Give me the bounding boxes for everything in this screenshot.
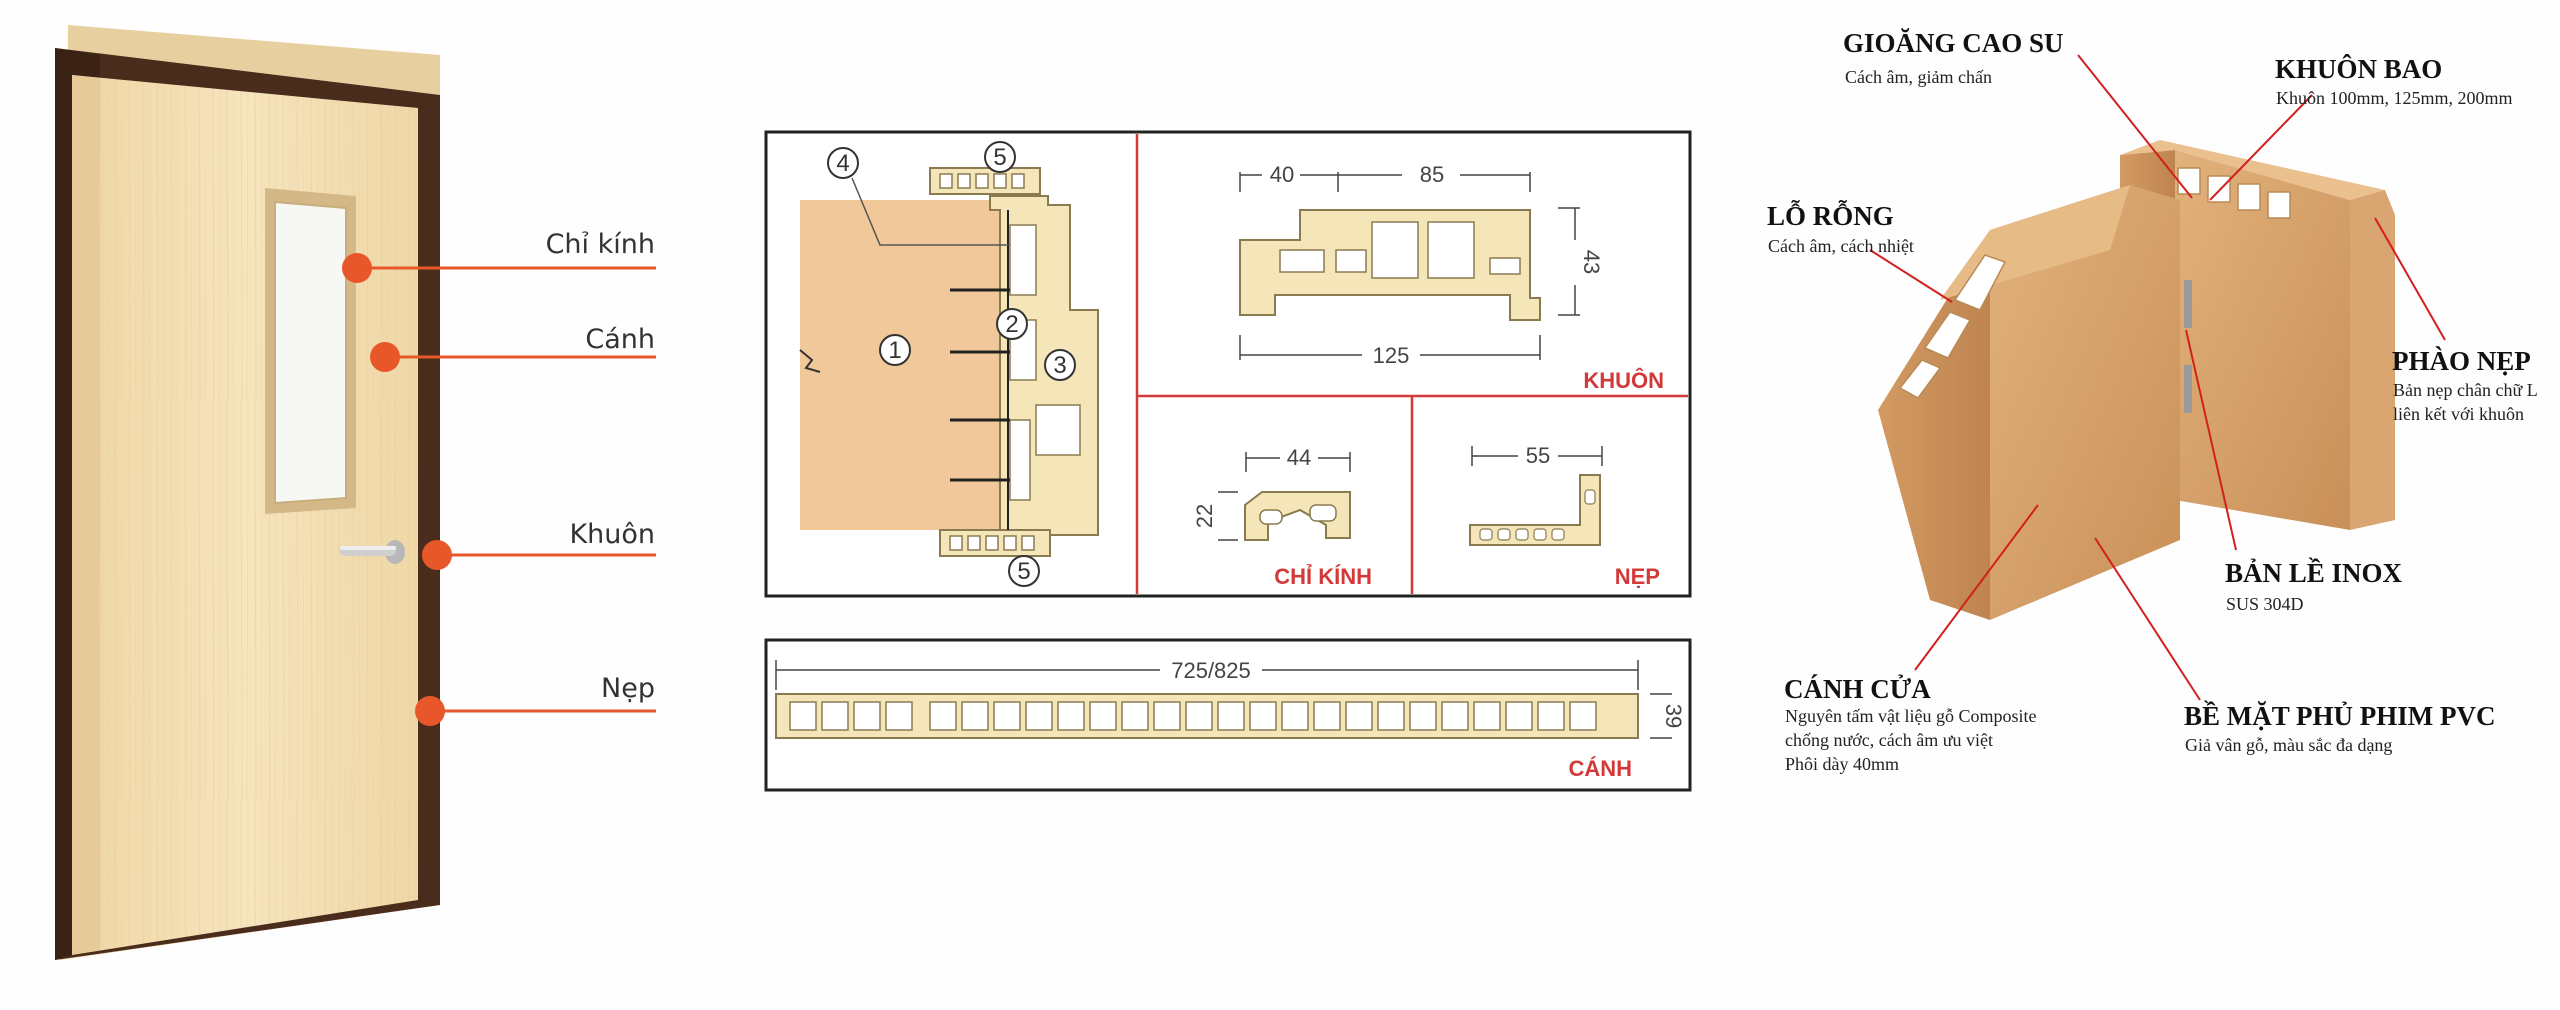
desc-ban-le-inox: SUS 304D — [2226, 594, 2304, 614]
section-title-nep: NẸP — [1615, 564, 1660, 589]
canh-hollow-cell — [1345, 701, 1373, 731]
canh-hollow-cell — [1057, 701, 1085, 731]
hollow-cell-3 — [1898, 359, 1942, 399]
callout-number-3: 3 — [1053, 352, 1066, 379]
door-leaf-edge — [72, 75, 100, 955]
canh-hollow-cell — [1537, 701, 1565, 731]
door-handle — [340, 540, 405, 564]
door-illustration: Chỉ kính Cánh Khuôn Nẹp — [55, 25, 656, 960]
canh-hollow-cell — [1505, 701, 1533, 731]
technical-drawings: 4 5 1 2 3 5 40 — [764, 130, 1692, 792]
callout-number-4: 4 — [836, 150, 849, 177]
callout-dot-chi-kinh — [342, 253, 372, 283]
door-leaf-grain — [72, 75, 418, 955]
canh-hollow-cell — [1249, 701, 1277, 731]
canh-hollow-cell — [1089, 701, 1117, 731]
section-title-canh: CÁNH — [1568, 756, 1632, 781]
desc-canh-cua-2: chống nước, cách âm ưu việt — [1785, 730, 1993, 750]
door-label-canh: Cánh — [585, 324, 655, 355]
label-canh-cua: CÁNH CỬA — [1784, 674, 1931, 704]
canh-hollow-cell — [821, 701, 849, 731]
dim-canh-725-825: 725/825 — [1171, 658, 1251, 683]
desc-be-mat-phu-phim-pvc: Giả vân gỗ, màu sắc đa dạng — [2185, 735, 2392, 755]
cutaway-leader-lines — [1869, 54, 2446, 701]
desc-khuon-bao: Khuôn 100mm, 125mm, 200mm — [2276, 88, 2513, 108]
callout-dot-canh — [370, 342, 400, 372]
label-be-mat-phu-phim-pvc: BỀ MẶT PHỦ PHIM PVC — [2184, 700, 2496, 731]
canh-hollow-cell — [1441, 701, 1469, 731]
frame-khuon-bao-top — [2120, 140, 2385, 200]
hinge-2 — [2184, 365, 2192, 413]
door-label-chi-kinh: Chỉ kính — [546, 229, 655, 260]
callout-number-5-top: 5 — [993, 144, 1006, 171]
chi-kinh-profile: 44 22 CHỈ KÍNH — [1192, 445, 1372, 589]
label-khuon-bao: KHUÔN BAO — [2275, 54, 2442, 84]
canh-hollow-cell — [885, 701, 913, 731]
canh-cells — [789, 701, 1597, 731]
canh-hollow-cell — [993, 701, 1021, 731]
section-title-chi-kinh: CHỈ KÍNH — [1274, 564, 1372, 589]
label-ban-le-inox: BẢN LỀ INOX — [2225, 557, 2403, 588]
dim-khuon-40: 40 — [1270, 162, 1294, 187]
desc-canh-cua-1: Nguyên tấm vật liệu gỗ Composite — [1785, 706, 2036, 726]
dim-khuon-125: 125 — [1373, 343, 1410, 368]
phao-nep — [2350, 190, 2395, 530]
canh-hollow-cell — [1569, 701, 1597, 731]
desc-gioang-cao-su: Cách âm, giảm chấn — [1845, 67, 1992, 87]
callout-number-5-bottom: 5 — [1017, 558, 1030, 585]
section-title-khuon: KHUÔN — [1583, 368, 1664, 393]
door-cutaway: GIOĂNG CAO SU Cách âm, giảm chấn KHUÔN B… — [1767, 28, 2538, 774]
canh-hollow-cell — [1409, 701, 1437, 731]
desc-phao-nep-2: liên kết với khuôn — [2393, 404, 2524, 424]
assembly-section: 4 5 1 2 3 5 — [799, 141, 1099, 587]
dim-chi-kinh-22: 22 — [1192, 504, 1217, 528]
canh-hollow-cell — [789, 701, 817, 731]
canh-hollow-cell — [1153, 701, 1181, 731]
hinge-1 — [2184, 280, 2192, 328]
dim-nep-55: 55 — [1526, 443, 1550, 468]
canh-hollow-cell — [1121, 701, 1149, 731]
callout-dot-nep — [415, 696, 445, 726]
door-label-nep: Nẹp — [601, 673, 655, 704]
khuon-profile: 40 85 43 125 KHUÔN — [1239, 162, 1664, 393]
canh-hollow-cell — [1185, 701, 1213, 731]
hollow-cell-1 — [1953, 254, 2007, 311]
canh-hollow-cell — [1025, 701, 1053, 731]
door-leaf-face — [1990, 185, 2180, 620]
canh-hollow-cell — [1473, 701, 1501, 731]
desc-canh-cua-3: Phôi dày 40mm — [1785, 754, 1899, 774]
canh-hollow-cell — [929, 701, 957, 731]
frame-khuon-bao-face — [2175, 150, 2350, 530]
label-gioang-cao-su: GIOĂNG CAO SU — [1843, 28, 2064, 58]
dim-chi-kinh-44: 44 — [1287, 445, 1311, 470]
canh-hollow-cell — [1281, 701, 1309, 731]
callout-number-2: 2 — [1005, 311, 1018, 338]
label-phao-nep: PHÀO NẸP — [2392, 346, 2531, 376]
canh-hollow-cell — [1377, 701, 1405, 731]
canh-hollow-cell — [961, 701, 989, 731]
nep-profile: 55 NẸP — [1469, 443, 1660, 589]
door-glass — [274, 200, 347, 505]
canh-hollow-cell — [1313, 701, 1341, 731]
canh-hollow-cell — [1217, 701, 1245, 731]
label-lo-rong: LỖ RỖNG — [1767, 200, 1894, 231]
door-callouts — [342, 253, 656, 726]
canh-profile: 725/825 39 CÁNH — [775, 658, 1686, 781]
canh-hollow-cell — [853, 701, 881, 731]
callout-number-1: 1 — [888, 337, 901, 364]
hollow-cell-2 — [1923, 311, 1972, 359]
desc-phao-nep-1: Bản nẹp chân chữ L — [2393, 380, 2538, 400]
dim-khuon-43: 43 — [1579, 250, 1604, 274]
door-label-khuon: Khuôn — [569, 519, 655, 550]
desc-lo-rong: Cách âm, cách nhiệt — [1768, 236, 1914, 256]
dim-khuon-85: 85 — [1420, 162, 1444, 187]
dim-canh-39: 39 — [1661, 704, 1686, 728]
callout-dot-khuon — [422, 540, 452, 570]
